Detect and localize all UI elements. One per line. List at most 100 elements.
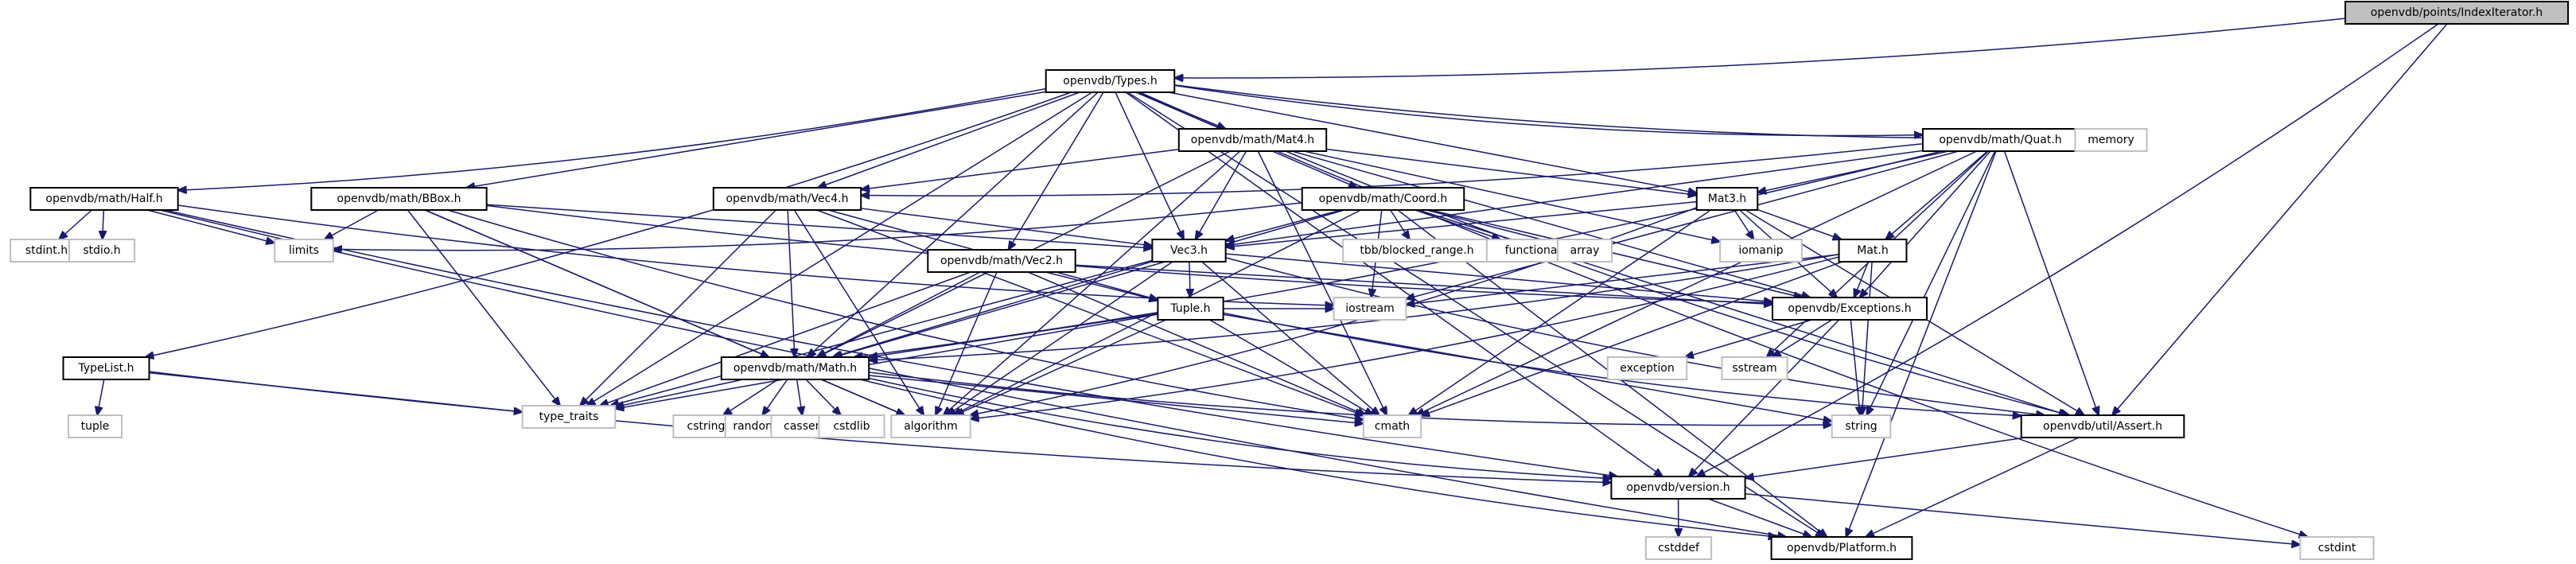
node-label: cstdint: [2318, 542, 2356, 554]
graph-node-exceptions[interactable]: openvdb/Exceptions.h: [1772, 297, 1928, 321]
edge-half-to-limits: [146, 209, 274, 243]
node-label: tuple: [81, 420, 110, 433]
edge-types-to-vec4: [818, 91, 1080, 188]
node-box: [1770, 536, 1913, 560]
edge-types-to-vec3: [1115, 91, 1184, 239]
graph-node-tbb: tbb/blocked_range.h: [1342, 239, 1492, 263]
node-box: [521, 405, 617, 429]
graph-node-mat[interactable]: Mat.h: [1838, 239, 1908, 263]
edge-quat-to-cmath: [1416, 150, 1978, 415]
edge-vec3-to-type-traits: [610, 259, 1153, 406]
node-box: [1721, 356, 1788, 380]
edge-typelist-to-tuple: [97, 379, 105, 415]
edge-quat-to-string: [1866, 150, 1996, 415]
graph-node-assert[interactable]: openvdb/util/Assert.h: [2020, 414, 2185, 438]
edge-vec3-to-algorithm: [948, 261, 1173, 415]
graph-node-mat3[interactable]: Mat3.h: [1695, 187, 1759, 211]
edge-types-to-cstdint: [1138, 91, 2307, 537]
graph-node-vec4[interactable]: openvdb/math/Vec4.h: [712, 187, 862, 211]
edge-coord-to-limits: [333, 202, 1302, 251]
graph-node-coord[interactable]: openvdb/math/Coord.h: [1301, 187, 1465, 211]
edge-mat-to-algorithm: [971, 256, 1839, 419]
node-label: random: [733, 420, 776, 433]
edge-mat4-to-vec4: [861, 148, 1179, 190]
node-label: tbb/blocked_range.h: [1360, 244, 1473, 257]
node-label: Tuple.h: [1169, 302, 1210, 315]
node-box: [1333, 297, 1407, 321]
edge-tuple-h-to-string: [1223, 313, 1832, 421]
edge-mat4-to-iomanip: [1303, 150, 1720, 242]
edge-half-to-stdint-h: [59, 209, 92, 239]
graph-node-mat4[interactable]: openvdb/math/Mat4.h: [1177, 128, 1328, 152]
edge-math-to-platform: [859, 379, 1777, 537]
node-label: openvdb/points/IndexIterator.h: [2371, 6, 2543, 19]
edge-quat-to-iostream: [1406, 150, 1959, 299]
graph-node-root[interactable]: openvdb/points/IndexIterator.h: [2344, 1, 2569, 25]
node-box: [1838, 239, 1908, 263]
edge-math-to-random: [762, 379, 788, 415]
edge-bbox-to-type-traits: [407, 209, 560, 406]
edge-mat3-to-vec3: [1226, 200, 1697, 247]
graph-node-sstream: sstream: [1721, 356, 1788, 380]
edge-exceptions-to-version: [1689, 319, 1840, 476]
edge-version-to-platform: [1708, 498, 1811, 537]
node-box: [1921, 128, 2080, 152]
graph-node-bbox[interactable]: openvdb/math/BBox.h: [310, 187, 488, 211]
graph-node-version[interactable]: openvdb/version.h: [1610, 476, 1746, 500]
graph-node-half[interactable]: openvdb/math/Half.h: [29, 187, 179, 211]
node-label: stdio.h: [83, 244, 120, 257]
edge-bbox-to-vec3: [486, 204, 1153, 248]
edge-half-to-platform: [159, 209, 1787, 537]
graph-node-limits: limits: [274, 239, 334, 263]
node-box: [1556, 239, 1613, 263]
graph-node-math[interactable]: openvdb/math/Math.h: [720, 356, 870, 380]
edge-tuple-h-to-cmath: [1209, 319, 1373, 415]
edges-layer: [59, 18, 2448, 545]
edge-vec3-to-assert: [1225, 257, 2045, 415]
node-label: openvdb/math/Mat4.h: [1191, 134, 1314, 146]
edge-vec3-to-cmath: [1201, 261, 1379, 415]
node-box: [310, 187, 488, 211]
edge-quat-to-vec3: [1226, 150, 1924, 245]
graph-node-typelist[interactable]: TypeList.h: [62, 356, 150, 380]
edge-math-to-cstring: [723, 379, 779, 415]
edge-tuple-h-to-algorithm: [955, 319, 1166, 415]
node-label: string: [1845, 420, 1877, 433]
graph-node-iomanip: iomanip: [1719, 239, 1803, 263]
edge-types-to-platform: [1127, 91, 1824, 537]
edge-types-to-mat3: [1168, 91, 1697, 193]
edge-mat4-to-vec3: [1196, 150, 1247, 239]
edge-quat-to-assert: [2003, 150, 2099, 415]
edge-tuple-h-to-type-traits: [615, 313, 1158, 409]
edge-assert-to-platform: [1866, 437, 2080, 537]
node-box: [62, 356, 150, 380]
edge-mat-to-math: [869, 253, 1839, 360]
node-label: openvdb/math/Half.h: [45, 193, 162, 205]
node-label: type_traits: [539, 410, 599, 423]
node-box: [1342, 239, 1492, 263]
node-label: limits: [289, 244, 319, 257]
graph-node-types[interactable]: openvdb/Types.h: [1045, 69, 1176, 93]
node-label: openvdb/math/Quat.h: [1939, 134, 2061, 146]
edge-mat-to-string: [1862, 261, 1873, 415]
node-box: [1644, 536, 1713, 560]
graph-node-quat[interactable]: openvdb/math/Quat.h: [1921, 128, 2080, 152]
edge-math-to-type-traits: [615, 379, 744, 406]
edge-exceptions-to-string: [1850, 319, 1860, 415]
graph-node-vec2[interactable]: openvdb/math/Vec2.h: [927, 249, 1076, 273]
node-label: Mat3.h: [1708, 193, 1746, 205]
edge-exceptions-to-exception: [1685, 319, 1812, 357]
graph-node-memory: memory: [2074, 128, 2148, 152]
graph-node-tuple-h[interactable]: Tuple.h: [1157, 297, 1224, 321]
node-label: TypeList.h: [78, 362, 134, 375]
graph-node-vec3[interactable]: Vec3.h: [1151, 239, 1227, 263]
node-label: openvdb/math/BBox.h: [337, 193, 461, 205]
graph-node-platform[interactable]: openvdb/Platform.h: [1770, 536, 1913, 560]
node-box: [712, 187, 862, 211]
edge-quat-to-platform: [1846, 150, 1997, 537]
node-box: [1157, 297, 1224, 321]
node-label: openvdb/util/Assert.h: [2043, 420, 2162, 433]
edge-quat-to-mat3: [1757, 150, 1949, 193]
node-box: [274, 239, 334, 263]
